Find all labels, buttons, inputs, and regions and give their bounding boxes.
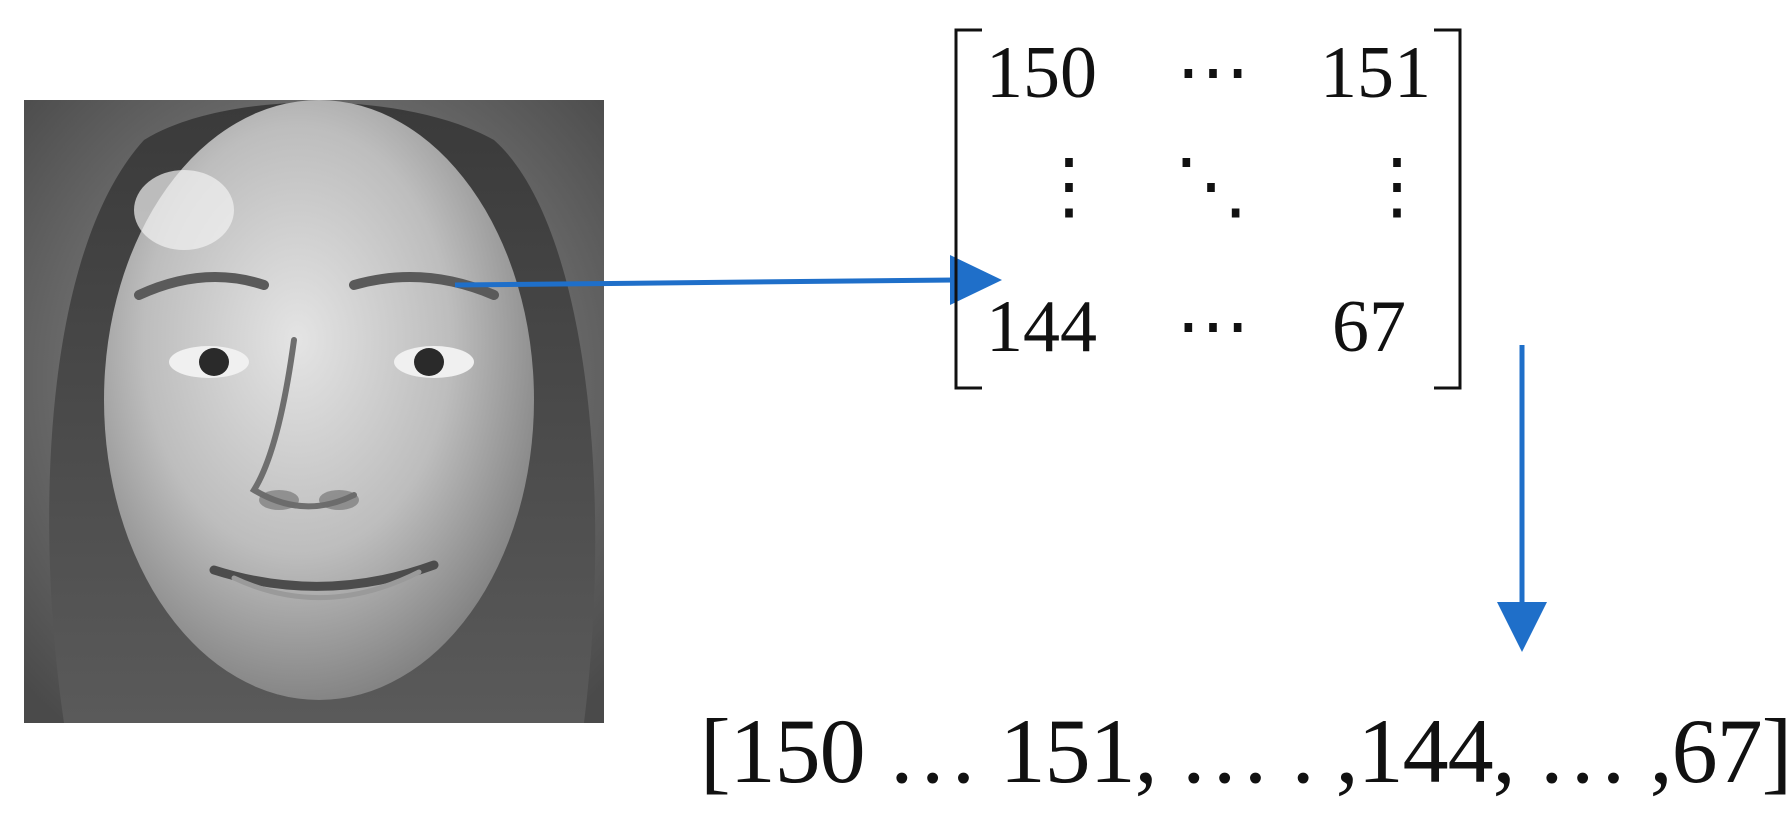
left-bracket — [954, 28, 982, 390]
arrow-right-head — [950, 255, 1002, 305]
matrix-cell-middle-right: ⋮ — [1360, 146, 1434, 228]
arrow-down-head — [1497, 602, 1547, 652]
matrix-cell-bottom-left: 144 — [986, 286, 1097, 368]
pixel-matrix: 150 ⋯ 151 ⋮ ⋱ ⋮ 144 ⋯ 67 — [950, 28, 1466, 390]
arrow-right-shaft — [454, 277, 956, 288]
matrix-cell-bottom-middle: ⋯ — [1176, 286, 1250, 368]
arrow-down-icon — [1497, 345, 1547, 652]
matrix-cell-top-middle: ⋯ — [1176, 32, 1250, 114]
face-image — [24, 100, 604, 723]
matrix-cell-top-right: 151 — [1320, 32, 1431, 114]
arrows-layer — [454, 255, 1547, 652]
matrix-cell-middle-left: ⋮ — [1032, 146, 1106, 228]
matrix-brackets — [954, 28, 1462, 390]
matrix-cell-middle-middle: ⋱ — [1174, 146, 1248, 228]
matrix-cell-bottom-right: 67 — [1332, 286, 1406, 368]
flattened-vector: [150 … 151, … . ,144, … ,67] — [700, 700, 1791, 802]
matrix-cell-top-left: 150 — [986, 32, 1097, 114]
arrow-right-icon — [454, 255, 1002, 305]
right-bracket — [1434, 28, 1462, 390]
